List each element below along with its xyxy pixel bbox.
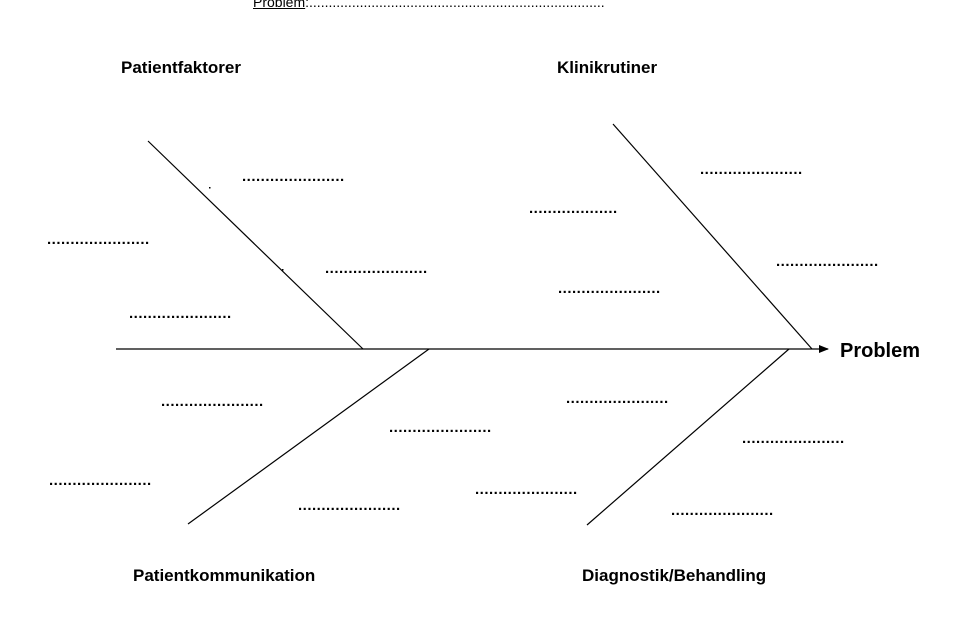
cause-placeholder: ......................: [129, 305, 232, 322]
cause-placeholder: ......................: [566, 390, 669, 407]
cause-placeholder: ......................: [325, 260, 428, 277]
category-label-bottom-right: Diagnostik/Behandling: [582, 566, 767, 585]
cause-placeholder: ......................: [161, 393, 264, 410]
bone-bottom-right: [586, 348, 790, 526]
bone-top-right: [612, 123, 813, 350]
bone-bottom-left: [187, 348, 430, 525]
category-label-top-left: Patientfaktorer: [121, 58, 241, 77]
problem-header: Problem:................................…: [253, 0, 605, 10]
cause-placeholder: ......................: [475, 481, 578, 498]
cause-placeholder: ......................: [298, 497, 401, 514]
cause-placeholder: ......................: [242, 168, 345, 185]
bone-top-left: [147, 140, 364, 350]
category-label-bottom-left: Patientkommunikation: [133, 566, 316, 585]
cause-placeholder: ......................: [47, 231, 150, 248]
cause-placeholder: ......................: [558, 280, 661, 297]
cause-placeholder: ......................: [776, 253, 879, 270]
speck-mark: [209, 187, 211, 189]
cause-placeholder: ......................: [49, 472, 152, 489]
problem-head-label: Problem: [840, 340, 921, 362]
problem-header-blank: :.......................................…: [305, 0, 605, 10]
category-label-top-right: Klinikrutiner: [557, 58, 658, 77]
cause-placeholder: ...................: [529, 200, 618, 217]
cause-placeholder: ......................: [389, 419, 492, 436]
problem-header-label: Problem: [253, 0, 306, 10]
cause-placeholder: ......................: [742, 430, 845, 447]
cause-placeholder: ......................: [700, 161, 803, 178]
speck-mark: [282, 269, 284, 271]
cause-placeholder: ......................: [671, 502, 774, 519]
